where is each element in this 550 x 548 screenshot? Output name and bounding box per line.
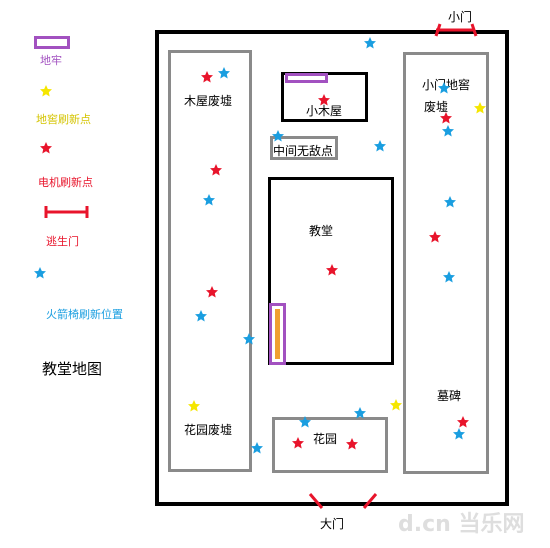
generator-spawn-marker bbox=[440, 112, 452, 124]
legend-cellar-label: 地窖刷新点 bbox=[36, 113, 91, 126]
garden-label: 花园 bbox=[313, 432, 338, 446]
legend-generator-label: 电机刷新点 bbox=[38, 176, 93, 189]
ruins-label: 废墟 bbox=[424, 100, 449, 114]
legend-escape-gate-label: 逃生门 bbox=[46, 235, 79, 248]
generator-spawn-marker bbox=[457, 416, 469, 428]
rocket-chair-marker bbox=[272, 130, 284, 142]
left-ruins-area bbox=[168, 50, 252, 472]
garden-ruins-label: 花园废墟 bbox=[184, 423, 233, 437]
rocket-chair-marker bbox=[299, 416, 311, 428]
rocket-chair-marker bbox=[218, 67, 230, 79]
generator-spawn-marker bbox=[429, 231, 441, 243]
small-cabin-label: 小木屋 bbox=[306, 104, 343, 118]
rocket-chair-marker bbox=[442, 125, 454, 137]
generator-spawn-marker bbox=[326, 264, 338, 276]
main-gate-label: 大门 bbox=[320, 517, 345, 531]
small-gate-cellar-label: 小门地窖 bbox=[422, 78, 471, 92]
small-gate-icon bbox=[434, 23, 478, 37]
graveyard-label: 墓碑 bbox=[437, 389, 462, 403]
chapel-outer-wall bbox=[155, 30, 509, 506]
rocket-chair-marker bbox=[354, 407, 366, 419]
cabin-dungeon bbox=[285, 73, 328, 83]
map-title: 教堂地图 bbox=[42, 360, 103, 378]
rocket-chair-marker bbox=[453, 428, 465, 440]
rocket-chair-marker bbox=[251, 442, 263, 454]
chapel-label: 教堂 bbox=[309, 224, 334, 238]
right-ruins-area bbox=[403, 52, 489, 474]
legend-rocket-chair-icon bbox=[34, 267, 46, 279]
watermark: d.cn 当乐网 bbox=[398, 512, 525, 537]
cellar-spawn-marker bbox=[188, 400, 200, 412]
chapel-dungeon bbox=[269, 303, 286, 365]
generator-spawn-marker bbox=[206, 286, 218, 298]
rocket-chair-marker bbox=[444, 196, 456, 208]
legend-generator-icon bbox=[40, 142, 52, 154]
generator-spawn-marker bbox=[292, 437, 304, 449]
rocket-chair-marker bbox=[374, 140, 386, 152]
legend-dungeon-icon bbox=[34, 36, 70, 49]
rocket-chair-marker bbox=[443, 271, 455, 283]
middle-safe-zone bbox=[270, 136, 338, 160]
rocket-chair-marker bbox=[243, 333, 255, 345]
generator-spawn-marker bbox=[346, 438, 358, 450]
chapel-hall bbox=[268, 177, 394, 365]
garden-area bbox=[272, 417, 388, 473]
main-gate-icon bbox=[308, 493, 378, 509]
cellar-spawn-marker bbox=[474, 102, 486, 114]
generator-spawn-marker bbox=[210, 164, 222, 176]
legend-escape-gate-icon bbox=[44, 206, 89, 218]
small-gate-label: 小门 bbox=[448, 10, 473, 24]
rocket-chair-marker bbox=[364, 37, 376, 49]
rocket-chair-marker bbox=[203, 194, 215, 206]
cabin-ruins-label: 木屋废墟 bbox=[184, 94, 233, 108]
generator-spawn-marker bbox=[201, 71, 213, 83]
generator-spawn-marker bbox=[318, 94, 330, 106]
rocket-chair-marker bbox=[438, 82, 450, 94]
legend-cellar-icon bbox=[40, 85, 52, 97]
rocket-chair-marker bbox=[195, 310, 207, 322]
middle-safe-zone-label: 中间无敌点 bbox=[273, 144, 334, 158]
legend-dungeon-label: 地牢 bbox=[40, 54, 62, 67]
cellar-spawn-marker bbox=[390, 399, 402, 411]
legend-rocket-chair-label: 火箭椅刷新位置 bbox=[46, 308, 123, 321]
